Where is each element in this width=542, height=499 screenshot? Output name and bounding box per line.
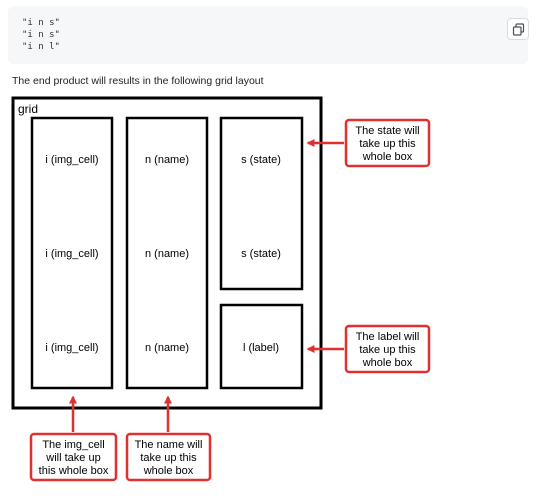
state-cell-text: s (state) [241, 248, 281, 260]
name-cell-text: n (name) [145, 342, 189, 354]
state-cell-text: s (state) [241, 154, 281, 166]
name-callout-line: take up this [140, 452, 197, 464]
copy-icon [512, 23, 525, 36]
copy-code-button[interactable] [507, 18, 529, 40]
name-cell-text: n (name) [145, 154, 189, 166]
label-callout-line: The label will [356, 331, 420, 343]
state-callout [344, 118, 431, 168]
code-line: "i n s" [22, 30, 60, 40]
state-callout-line: take up this [359, 138, 416, 150]
label-callout-line: whole box [362, 357, 413, 369]
grid-label: grid [18, 102, 38, 116]
img-cell-text: i (img_cell) [45, 248, 98, 260]
code-lines: "i n s" "i n s" "i n l" [22, 17, 60, 53]
name-callout-line: The name will [135, 439, 203, 451]
label-cell-text: l (label) [243, 342, 279, 354]
img-cell-box [30, 116, 114, 390]
img-cell-callout-line: this whole box [39, 465, 109, 477]
img-cell-callout [29, 432, 118, 482]
code-line: "i n l" [22, 42, 60, 52]
img-cell-text: i (img_cell) [45, 342, 98, 354]
name-box [125, 116, 209, 390]
label-callout [344, 324, 431, 374]
name-callout-line: whole box [143, 465, 194, 477]
name-callout [125, 432, 212, 482]
img-cell-callout-line: will take up [45, 452, 100, 464]
name-cell-text: n (name) [145, 248, 189, 260]
state-callout-line: The state will [355, 125, 419, 137]
label-box [219, 303, 304, 390]
img-cell-text: i (img_cell) [45, 154, 98, 166]
state-box [219, 116, 304, 291]
code-block: "i n s" "i n s" "i n l" [8, 6, 529, 64]
img-cell-callout-line: The img_cell [42, 439, 104, 451]
label-callout-line: take up this [359, 344, 416, 356]
intro-paragraph: The end product will results in the foll… [12, 75, 264, 87]
code-line: "i n s" [22, 18, 60, 28]
state-callout-line: whole box [362, 151, 413, 163]
